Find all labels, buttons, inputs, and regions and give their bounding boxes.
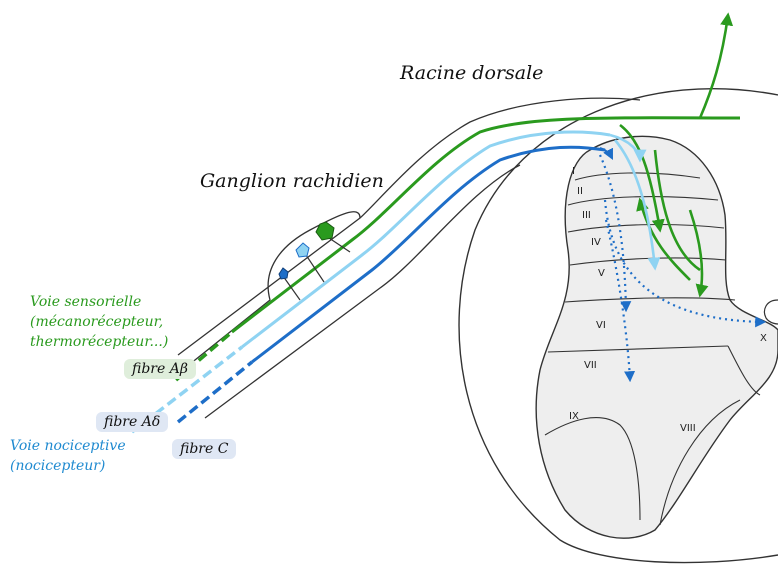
- lamina-IX: IX: [569, 411, 579, 422]
- lamina-III: III: [582, 210, 591, 221]
- fiber-a-beta-label: fibre Aβ: [124, 359, 196, 379]
- lamina-IV: IV: [591, 237, 601, 248]
- nociceptive-pathway-line2: (nocicepteur): [10, 457, 105, 476]
- central-canal-edge: [765, 300, 778, 324]
- nociceptive-pathway-line1: Voie nociceptive: [10, 437, 126, 456]
- fiber-a-delta-line: [242, 132, 610, 347]
- a-delta-cell-body: [296, 243, 309, 257]
- lamina-X: X: [760, 333, 767, 344]
- c-cell-body: [279, 268, 288, 279]
- fiber-a-delta-label: fibre Aδ: [96, 412, 168, 432]
- lamina-I: I: [572, 166, 575, 177]
- dorsal-root-label: Racine dorsale: [400, 62, 543, 84]
- fiber-c-label: fibre C: [172, 439, 236, 459]
- sensory-pathway-line1: Voie sensorielle: [30, 293, 141, 312]
- lamina-V: V: [598, 268, 605, 279]
- dorsal-root-sheath-bottom: [205, 165, 520, 418]
- ganglion-label: Ganglion rachidien: [200, 170, 384, 192]
- sensory-pathway-line3: thermorécepteur...): [30, 333, 168, 352]
- lamina-VI: VI: [596, 320, 606, 331]
- a-beta-cell-body: [316, 222, 334, 240]
- lamina-VII: VII: [584, 360, 597, 371]
- sensory-pathway-line2: (mécanorécepteur,: [30, 313, 163, 332]
- lamina-II: II: [577, 186, 583, 197]
- lamina-VIII: VIII: [680, 423, 696, 434]
